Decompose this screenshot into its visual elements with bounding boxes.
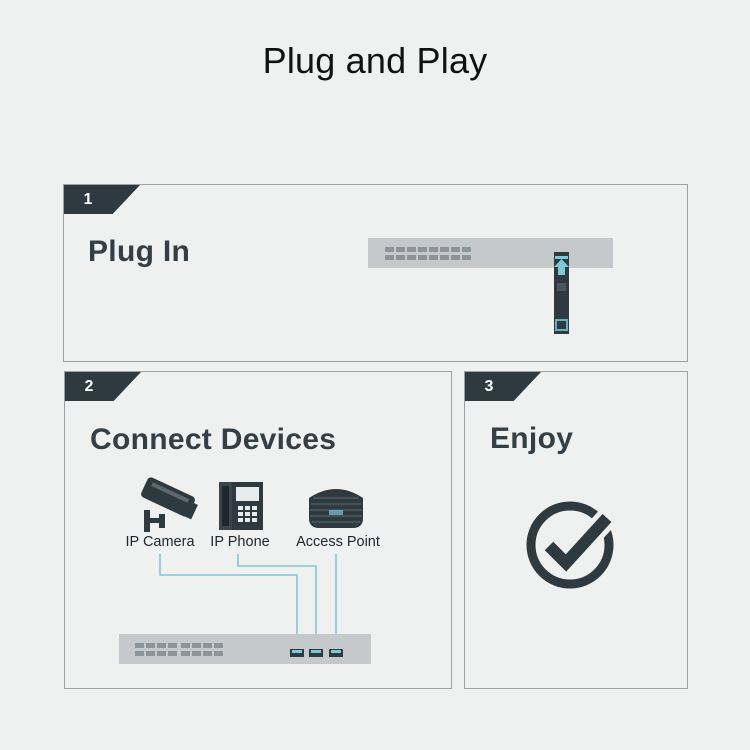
ip-camera-icon <box>141 477 198 532</box>
step-1-panel: 1 Plug In <box>63 184 688 362</box>
access-point-label: Access Point <box>296 534 380 550</box>
sfp-module-icon <box>554 252 569 334</box>
switch-ports <box>135 643 223 656</box>
connected-ports <box>290 649 343 657</box>
switch-ports <box>385 247 471 260</box>
page-title: Plug and Play <box>262 40 488 81</box>
step-2-panel: 2 Connect Devices <box>64 371 452 689</box>
ip-phone-label: IP Phone <box>210 534 270 550</box>
switch-icon <box>119 634 371 664</box>
step-3-number: 3 <box>484 378 494 395</box>
step-2-number: 2 <box>84 378 94 395</box>
step-3-panel: 3 Enjoy <box>464 371 688 689</box>
step-3-heading: Enjoy <box>490 422 574 455</box>
access-point-icon <box>309 489 363 528</box>
checkmark-circle-icon <box>526 501 616 589</box>
step-1-heading: Plug In <box>88 235 191 268</box>
step-2-heading: Connect Devices <box>90 423 337 456</box>
switch-icon <box>368 238 613 268</box>
enjoy-illustration <box>526 501 616 589</box>
ip-camera-label: IP Camera <box>125 534 195 550</box>
plug-in-illustration <box>368 238 613 334</box>
connect-devices-illustration <box>119 477 371 664</box>
network-cables <box>159 554 337 646</box>
ip-phone-icon <box>219 482 263 530</box>
step-1-number: 1 <box>83 191 93 208</box>
